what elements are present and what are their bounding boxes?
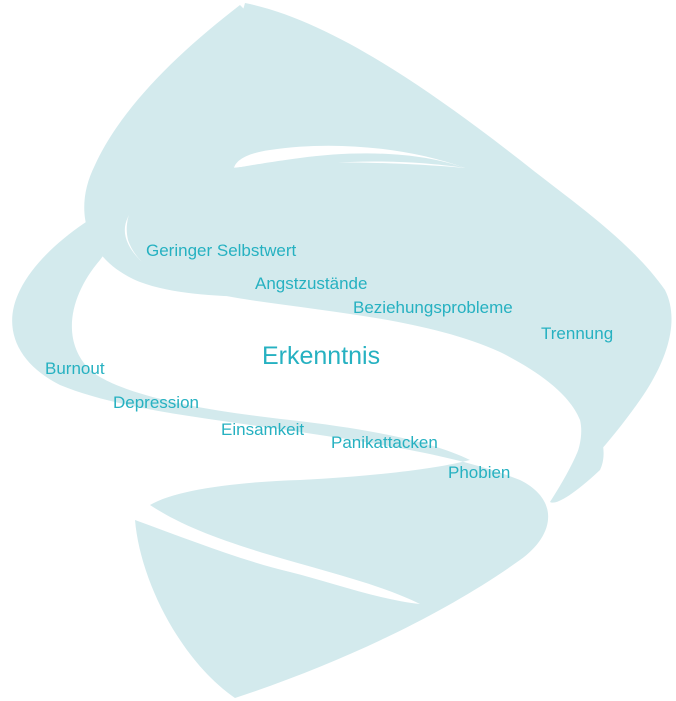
upper-term: Trennung — [541, 324, 614, 343]
lower-term: Burnout — [45, 359, 105, 378]
swirl-upper-left-band — [84, 5, 604, 503]
lower-term: Depression — [113, 393, 199, 412]
swirl-lower-left-band — [12, 195, 549, 698]
lower-term: Phobien — [448, 463, 511, 482]
lower-term: Panikattacken — [331, 433, 438, 452]
lower-term: Einsamkeit — [221, 420, 305, 439]
upper-term: Angstzustände — [255, 274, 368, 293]
upper-term: Beziehungsprobleme — [353, 298, 513, 317]
swirl-main-body — [126, 3, 672, 502]
upper-term: Geringer Selbstwert — [146, 241, 297, 260]
center-term: Erkenntnis — [262, 342, 381, 370]
